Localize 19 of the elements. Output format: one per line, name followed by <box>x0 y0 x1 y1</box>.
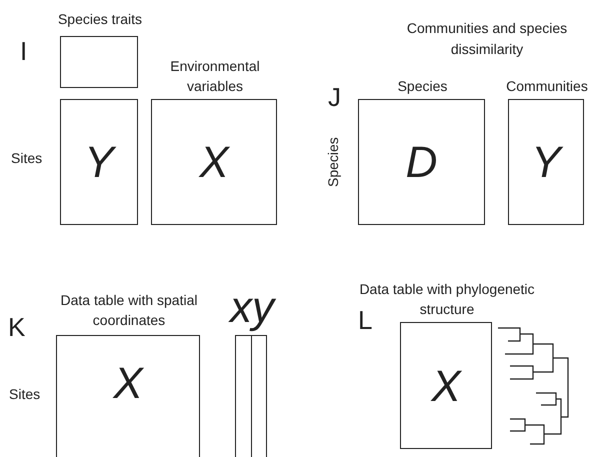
panel-letter: J <box>328 82 341 112</box>
column-heading: Species <box>396 77 448 96</box>
matrix-symbol: Y <box>61 141 137 185</box>
matrix-symbol: X <box>112 362 145 406</box>
matrix-symbol: X <box>430 364 463 408</box>
row-heading: Species <box>325 137 341 187</box>
panel-letter: K <box>8 312 26 342</box>
column-heading: Environmental variables <box>169 57 261 96</box>
column-heading: Data table with spatial coordinates <box>60 291 198 330</box>
row-heading: Sites <box>11 150 42 166</box>
matrix-symbol: X <box>198 141 231 185</box>
matrix-symbol: D <box>404 141 438 185</box>
column-heading: Species traits <box>56 10 144 29</box>
section-heading: Communities and species dissimilarity <box>406 19 568 59</box>
panel-letter: L <box>358 305 372 335</box>
panel-letter: I <box>20 36 28 66</box>
matrix-symbol: Y <box>509 141 583 185</box>
row-heading: Sites <box>9 386 40 402</box>
column-heading: Communities <box>505 77 589 96</box>
